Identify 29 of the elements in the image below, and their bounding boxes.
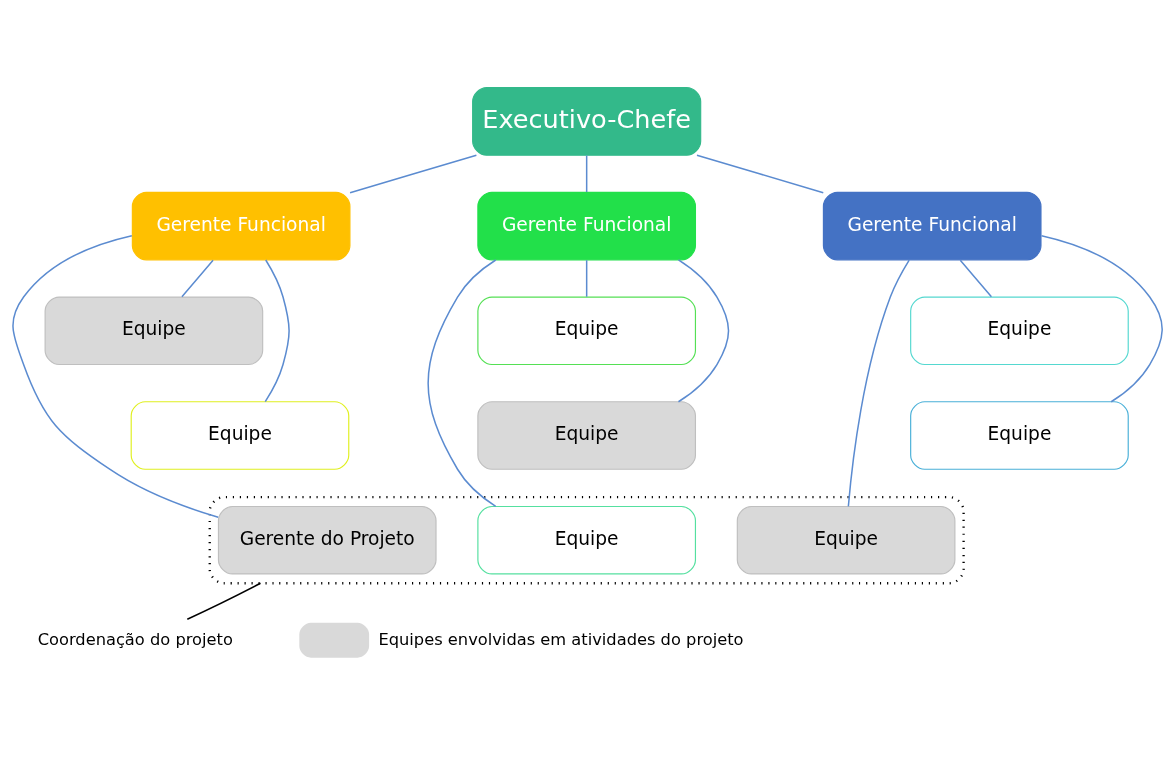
connector [427, 259, 497, 508]
node-box: Gerente Funcional [822, 191, 1042, 261]
connector [847, 259, 910, 508]
node-box: Equipe [130, 401, 350, 470]
node-box: Equipe [477, 505, 697, 575]
node-box: Gerente Funcional [477, 191, 697, 261]
node-box: Equipe [477, 401, 697, 470]
connector [585, 154, 588, 193]
node-box: Executivo-Chefe [472, 87, 702, 156]
node-box: Equipe [736, 505, 956, 575]
cluster [208, 496, 965, 585]
node-box: Equipe [910, 401, 1129, 470]
node-box: Gerente Funcional [131, 191, 351, 261]
connector [181, 259, 214, 298]
connector [12, 234, 219, 518]
connector [264, 259, 290, 403]
node-text: Coordenação do projeto [37, 629, 233, 649]
node-box: Equipe [44, 296, 264, 366]
connector [696, 154, 825, 194]
connector [349, 154, 478, 194]
node-box: Equipe [477, 296, 697, 366]
legend-label: Equipes envolvidas em atividades do projeto [378, 629, 744, 649]
connector [186, 582, 262, 620]
connector [677, 259, 730, 403]
node-box: Gerente do Projeto [217, 505, 437, 575]
connector [585, 259, 588, 298]
connector [959, 259, 993, 298]
node-box: Equipe [910, 296, 1129, 366]
connector [1040, 234, 1163, 403]
